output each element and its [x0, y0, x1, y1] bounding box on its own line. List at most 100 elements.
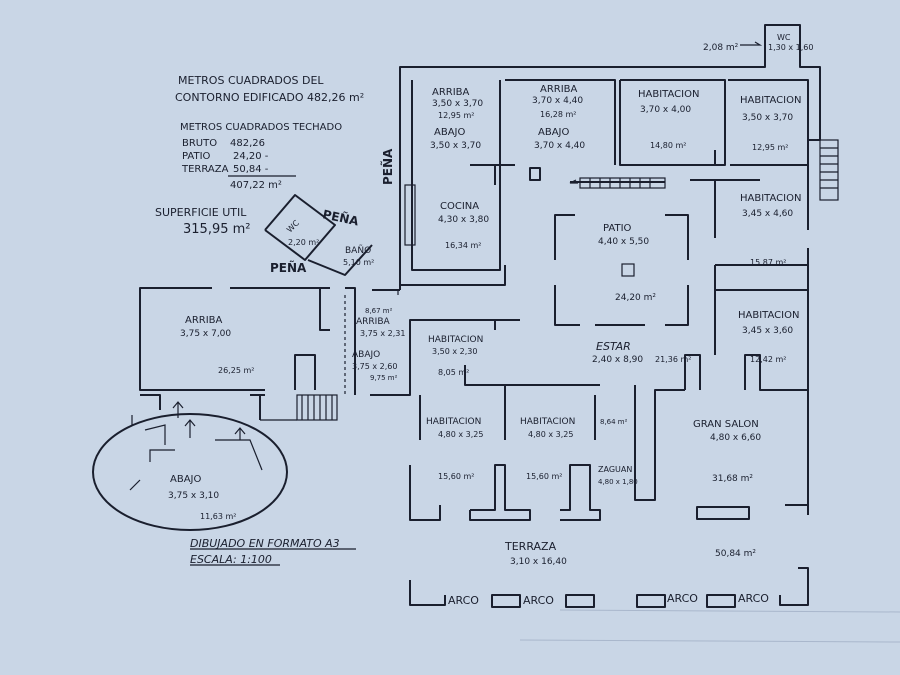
room-area: 15,87 m² [750, 258, 786, 267]
patio-label: PATIO [182, 151, 211, 162]
wall-seg [744, 354, 808, 391]
format-note: DIBUJADO EN FORMATO A3 [190, 537, 340, 550]
room-name: GRAN SALON [693, 419, 759, 430]
pena-mid: PEÑA [270, 260, 307, 275]
room-area: 16,28 m² [540, 110, 576, 119]
room-dim: 4,80 x 3,25 [528, 430, 573, 439]
roof-total: 407,22 m² [230, 180, 282, 191]
arch-row-right [779, 567, 809, 606]
room-dim: 3,70 x 4,40 [532, 96, 583, 106]
wall-seg [785, 504, 809, 515]
patio-top-left [554, 214, 575, 260]
room-dim: 3,75 x 3,10 [168, 491, 219, 501]
arco-label: ARCO [667, 592, 698, 605]
arch-pillar [491, 594, 521, 608]
room-name: ABAJO [538, 127, 569, 138]
wall-seg [140, 394, 161, 410]
room-area: 24,20 m² [615, 293, 656, 303]
basement-walls [129, 479, 141, 491]
room-area: 5,10 m² [343, 258, 374, 267]
room-dim: 4,80 x 3,25 [438, 430, 483, 439]
summary-line2: CONTORNO EDIFICADO 482,26 m² [175, 91, 364, 104]
wall-arriba2 [505, 79, 616, 165]
room-name: HABITACION [428, 335, 483, 345]
room-dim: 3,45 x 3,60 [742, 326, 793, 336]
patio-bottom-left [554, 285, 580, 326]
room-name: ARRIBA [432, 87, 470, 98]
room-dim: 4,80 x 1,80 [598, 478, 638, 486]
arco-label: ARCO [738, 592, 769, 605]
wall-arriba1 [411, 80, 501, 271]
roof-title: METROS CUADRADOS TECHADO [180, 122, 342, 133]
room-area: 21,36 m² [655, 355, 691, 364]
wall-bano [307, 244, 373, 276]
patio-top-right [665, 214, 689, 260]
room-name: ESTAR [596, 340, 631, 353]
useful-value: 315,95 m² [183, 222, 251, 237]
room-area: 31,68 m² [712, 474, 753, 484]
room-area: 11,63 m² [200, 512, 236, 521]
room-name: ARRIBA [356, 317, 390, 327]
room-area: 12,95 m² [752, 143, 788, 152]
pillar-3 [696, 506, 750, 520]
paper-lines [519, 609, 900, 643]
wall-left-wing [139, 287, 265, 391]
wall-seg [294, 354, 316, 390]
wall-hab4 [370, 319, 520, 396]
wall-seg [684, 354, 701, 390]
room-name: WC [285, 218, 301, 234]
room-dim: 2,40 x 8,90 [592, 355, 643, 365]
room-name: ABAJO [434, 127, 465, 138]
room-dim: 3,70 x 4,00 [640, 105, 691, 115]
wall-cocina [400, 265, 506, 286]
room-area: 8,05 m² [438, 368, 469, 377]
room-name: ARRIBA [540, 84, 578, 95]
wc-top-box [764, 24, 821, 110]
room-dim: 3,75 x 2,60 [352, 362, 397, 371]
room-dim: 4,80 x 6,60 [710, 433, 761, 443]
room-name: HABITACION [520, 417, 575, 427]
pillar-1 [469, 464, 531, 521]
room-dim: 3,50 x 3,70 [430, 141, 481, 151]
room-area: 8,64 m² [600, 418, 628, 426]
room-dim: 4,30 x 3,80 [438, 215, 489, 225]
wall-seg [464, 365, 600, 386]
room-name: HABITACION [638, 89, 699, 100]
basement-walls [144, 424, 166, 445]
room-name: HABITACION [740, 193, 801, 204]
room-labels: ARRIBA 3,50 x 3,70 12,95 m² ABAJO 3,50 x… [168, 33, 813, 567]
wall-seg [345, 287, 356, 395]
room-name: HABITACION [740, 95, 801, 106]
basement-walls [215, 439, 263, 471]
wall-seg [409, 465, 441, 521]
scale-note: ESCALA: 1:100 [190, 553, 272, 566]
room-name: ARRIBA [185, 315, 223, 326]
patio-value: 24,20 - [233, 151, 269, 162]
room-area: 16,34 m² [445, 241, 481, 250]
wall-east-upper [807, 110, 821, 230]
room-area: 15,60 m² [438, 472, 474, 481]
room-area: 8,67 m² [365, 307, 393, 315]
room-name: HABITACION [738, 310, 799, 321]
arch-pillar [565, 594, 595, 608]
room-area: 12,42 m² [750, 355, 786, 364]
room-name: COCINA [440, 201, 479, 212]
wall-north [399, 48, 766, 290]
room-area: 14,80 m² [650, 141, 686, 150]
room-area: 26,25 m² [218, 366, 254, 375]
arrow-to-wc [740, 41, 763, 46]
wc-top-area: 2,08 m² [703, 43, 739, 53]
kitchen-counter [404, 184, 416, 246]
wall-seg [319, 288, 330, 331]
stairs-east [819, 139, 839, 201]
room-name: ABAJO [352, 350, 380, 360]
room-name: HABITACION [426, 417, 481, 427]
room-dim: 1,30 x 1,60 [768, 43, 813, 52]
room-name: WC [777, 33, 791, 42]
room-dim: 3,50 x 3,70 [742, 113, 793, 123]
room-dim: 3,50 x 3,70 [432, 99, 483, 109]
patio-bottom-right [665, 285, 689, 326]
misc-labels: PEÑA PEÑA PEÑA 2,08 m² DIBUJADO EN FORMA… [190, 43, 769, 607]
